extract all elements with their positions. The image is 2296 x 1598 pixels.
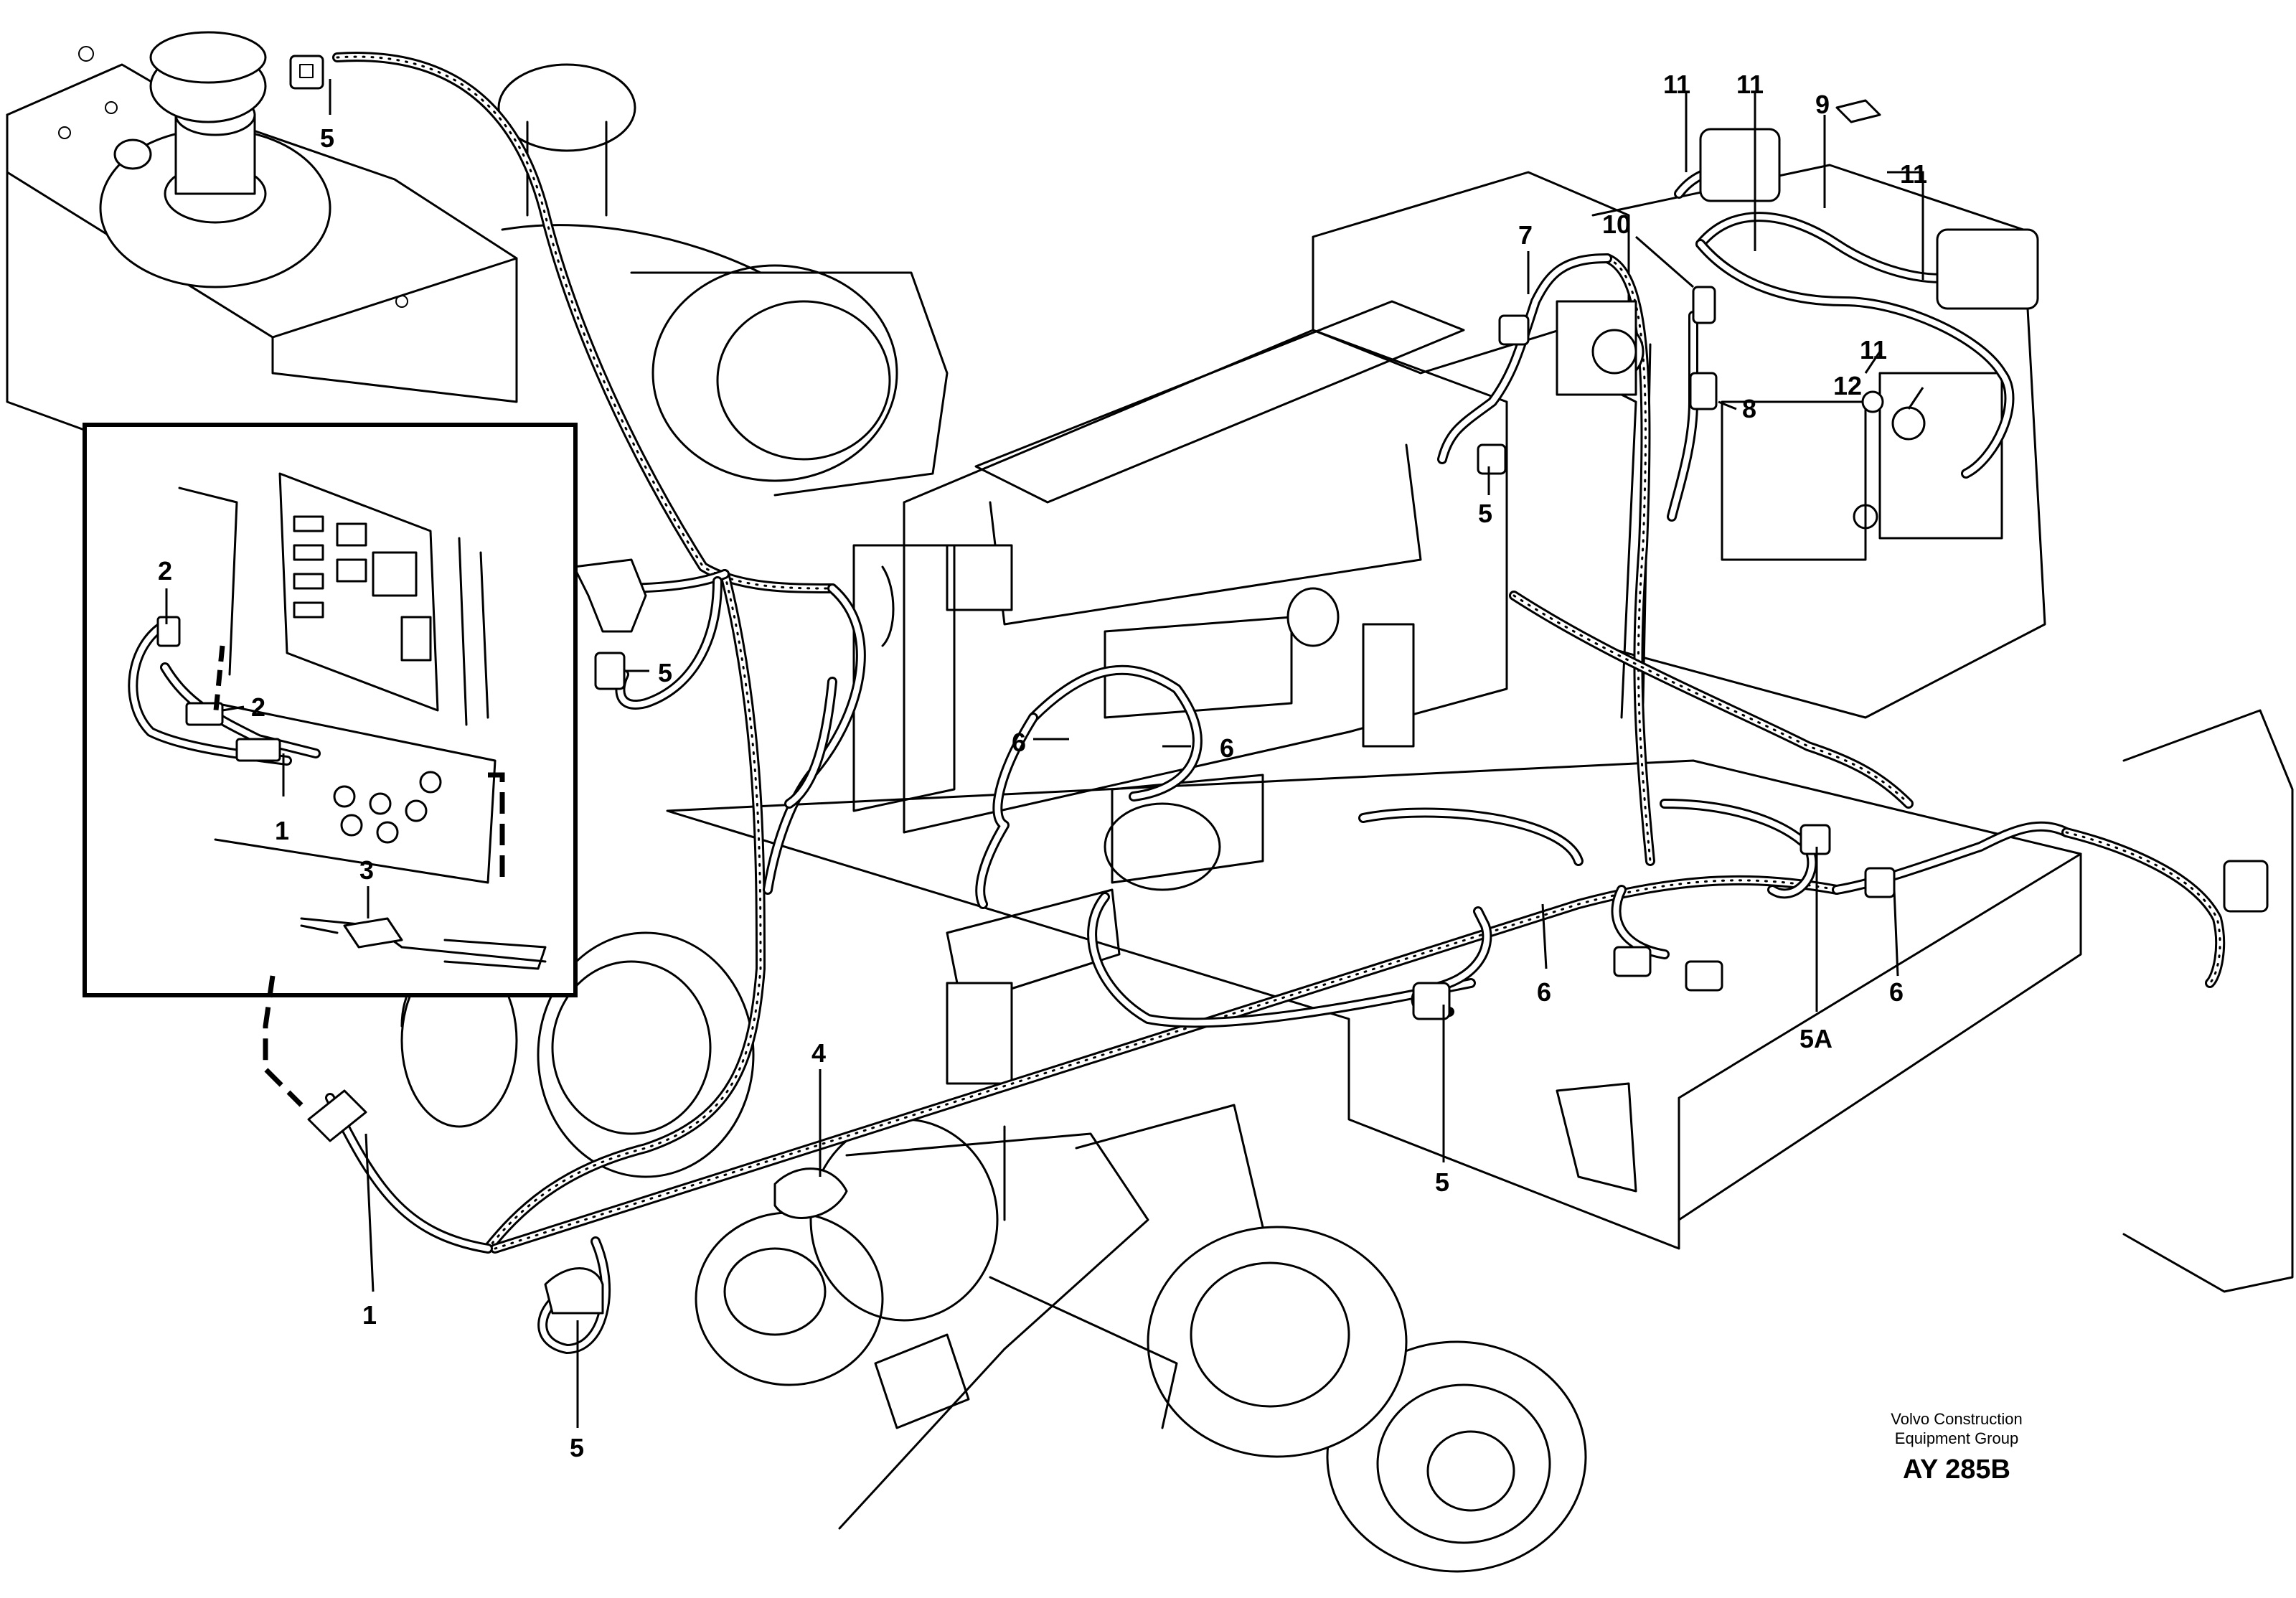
connector-5-mid — [594, 652, 626, 690]
credit-company-line2: Equipment Group — [1895, 1429, 2018, 1447]
inset-panel-box — [83, 423, 578, 997]
callout-5-center: 5 — [658, 658, 672, 687]
credit-company-line1: Volvo Construction — [1891, 1410, 2022, 1428]
connector-7 — [1498, 314, 1530, 346]
sensor-10 — [1692, 286, 1716, 324]
callout-5-topleft: 5 — [320, 123, 334, 153]
sensor-5-bracket — [573, 558, 647, 633]
callout-11-a: 11 — [1663, 70, 1690, 99]
drawing-code: AY 285B — [1903, 1454, 2010, 1485]
air-cleaner-cap — [497, 63, 636, 152]
inset-connector-2a — [156, 616, 181, 647]
callout-11-c: 11 — [1900, 159, 1927, 189]
plug-12 — [1891, 406, 1926, 441]
connector-5-center — [1412, 982, 1451, 1020]
connector-5-bottom-left — [544, 1267, 604, 1315]
callout-11-d: 11 — [1860, 335, 1887, 365]
connector-rear-right — [2223, 860, 2269, 913]
callout-5a: 5A — [1799, 1024, 1832, 1053]
callout-8: 8 — [1742, 394, 1756, 423]
callout-1-bottom: 1 — [362, 1300, 377, 1330]
connector-5-lower — [1613, 946, 1652, 977]
callout-5-bottom-center: 5 — [1435, 1167, 1449, 1197]
callout-5-mid: 5 — [1478, 499, 1492, 528]
wire-ends-9 — [1835, 99, 1881, 123]
callout-10: 10 — [1602, 210, 1631, 239]
work-lamp-right — [1936, 228, 2039, 310]
work-lamp-left — [1699, 128, 1781, 202]
callout-6-c: 6 — [1537, 977, 1551, 1007]
callout-12: 12 — [1833, 371, 1862, 400]
callout-1-inset: 1 — [275, 816, 289, 845]
callout-7: 7 — [1518, 220, 1533, 250]
sensor-3 — [343, 917, 403, 949]
credit-block: Volvo Construction Equipment Group AY 28… — [1891, 1410, 2022, 1485]
callout-5-bottom-left: 5 — [570, 1433, 584, 1462]
callout-6-b: 6 — [1220, 733, 1234, 763]
connector-5a — [1799, 824, 1831, 855]
callout-2-a: 2 — [158, 556, 172, 586]
callout-4: 4 — [811, 1038, 826, 1068]
callout-6-d: 6 — [1889, 977, 1904, 1007]
leader-lines — [165, 79, 1924, 1428]
connector-5-right — [1477, 443, 1507, 475]
callout-9: 9 — [1815, 90, 1830, 119]
machine-outline — [6, 31, 2294, 1573]
connector-5-topleft — [289, 55, 324, 90]
inset-connector-2b — [185, 702, 224, 726]
callout-labels: 5 11 11 9 11 7 10 11 12 8 5 2 2 5 6 6 1 … — [158, 70, 1927, 1462]
connector-1-bottom — [307, 1089, 367, 1142]
callout-6-a: 6 — [1012, 728, 1026, 757]
callout-3: 3 — [359, 855, 374, 885]
inset-link-dashed — [263, 975, 304, 1107]
connectors — [289, 55, 2269, 1315]
callout-11-b: 11 — [1736, 70, 1764, 99]
plug-11-small — [1861, 390, 1884, 413]
sensor-8 — [1689, 372, 1718, 410]
rear-axle-hub — [1326, 1340, 1587, 1573]
sensor-4 — [773, 1167, 848, 1219]
callout-2-b: 2 — [251, 692, 265, 722]
connector-6-right — [1864, 867, 1896, 898]
